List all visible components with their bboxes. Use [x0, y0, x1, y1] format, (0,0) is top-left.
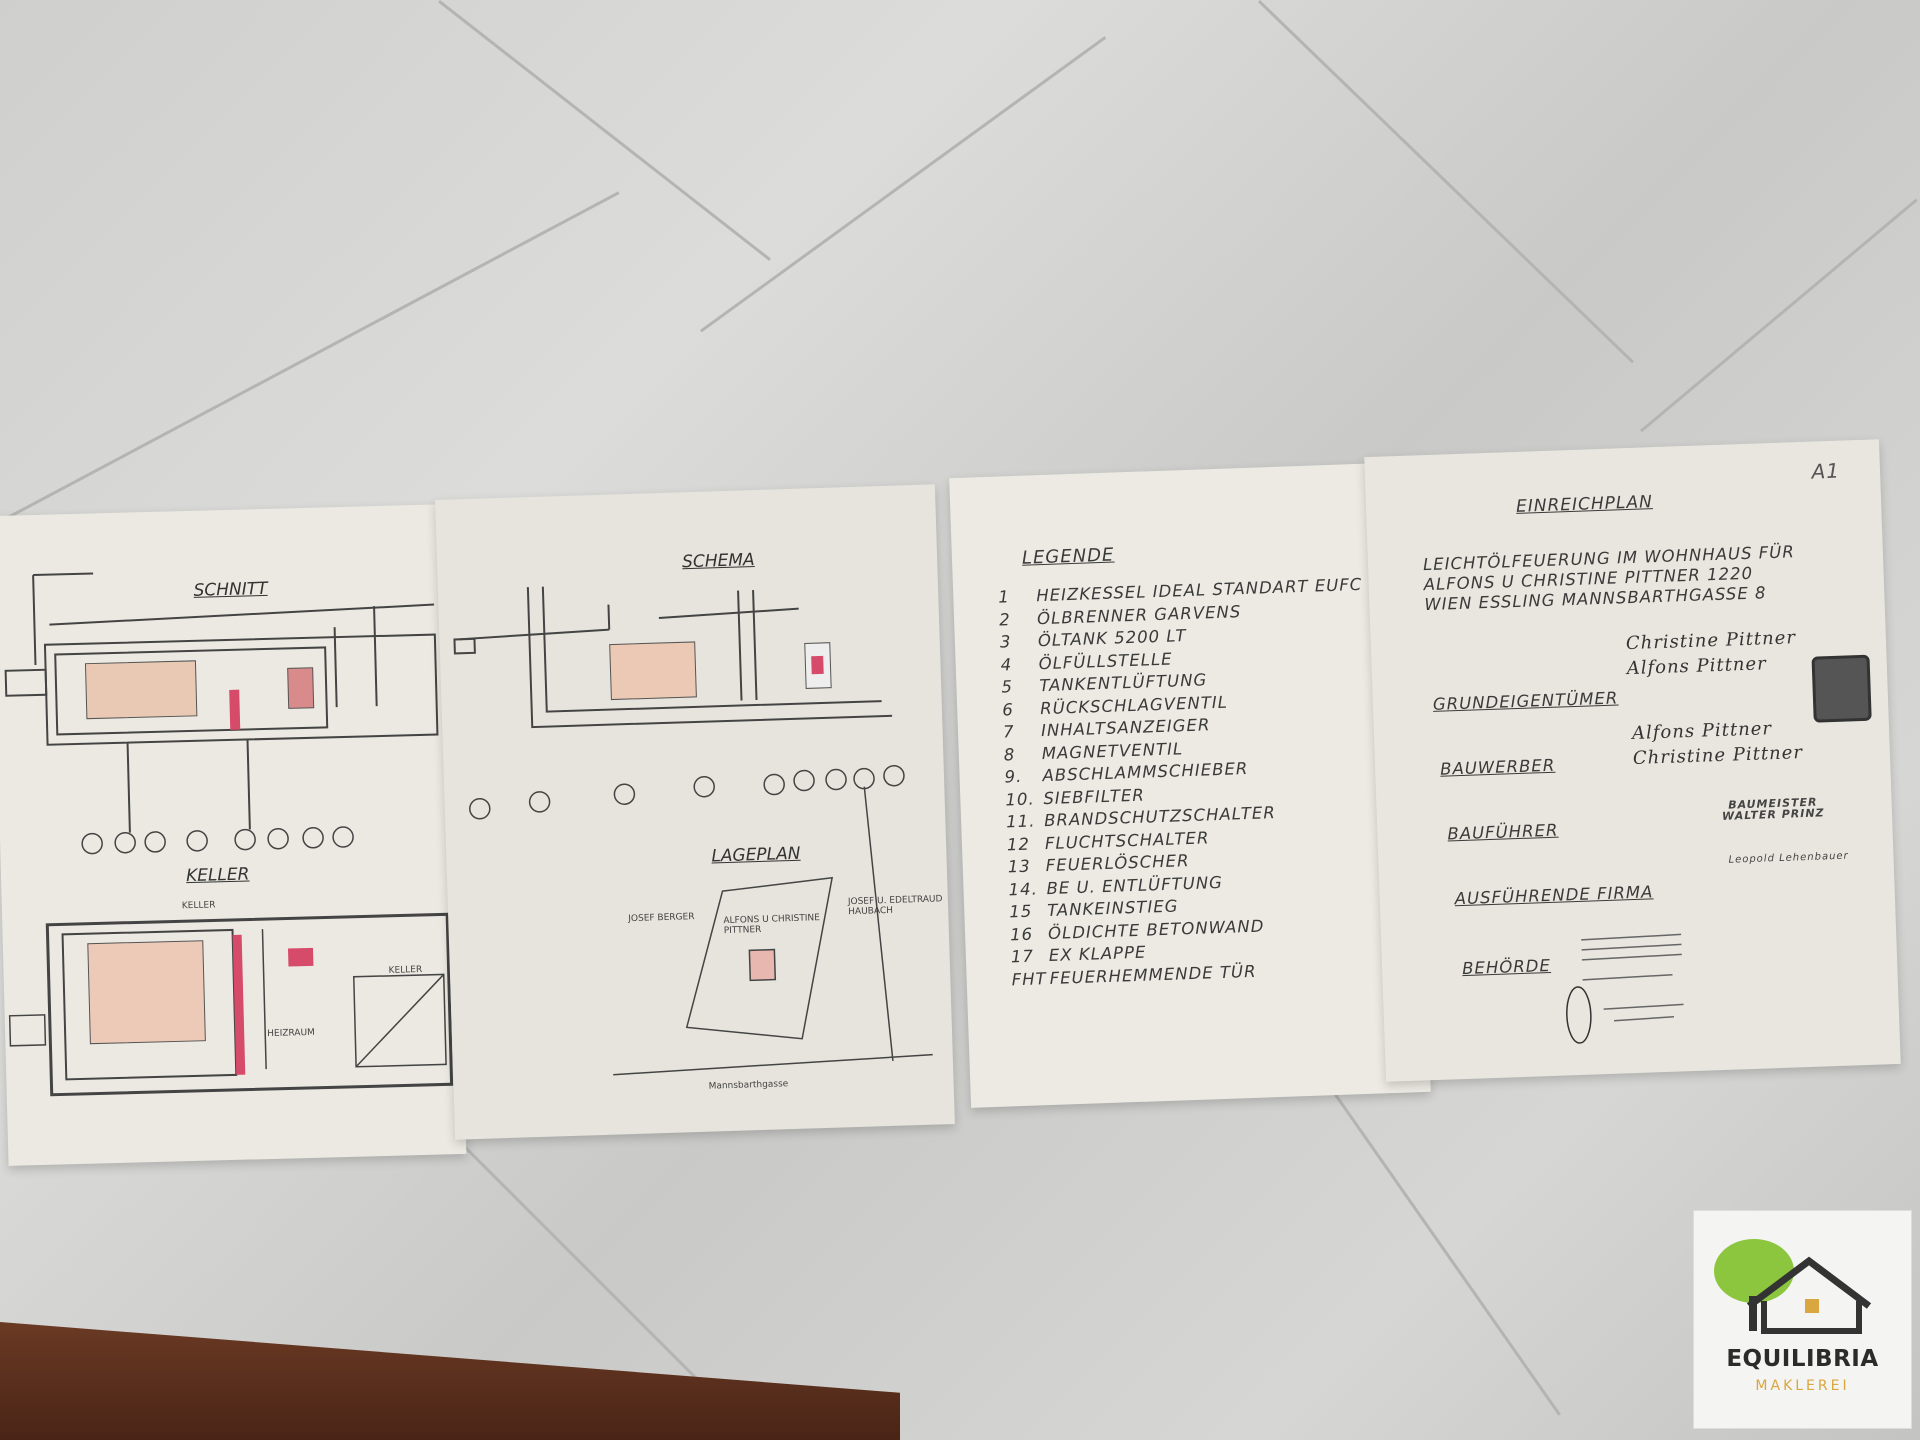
- tank-plan: [87, 940, 206, 1045]
- tree-house-icon: [1714, 1239, 1872, 1334]
- legend-item-text: FLUCHTSCHALTER: [1044, 827, 1210, 853]
- legend-item-number: 11.: [1005, 811, 1036, 832]
- owner-label: ALFONS U CHRISTINE PITTNER: [723, 913, 820, 937]
- legend-item-number: 2: [998, 609, 1011, 630]
- legend-item-number: 10.: [1005, 788, 1035, 809]
- legend-item-text: FEUERLÖSCHER: [1045, 851, 1190, 876]
- legend-item-number: 5: [1001, 677, 1014, 697]
- legend-item-number: 9.: [1004, 766, 1023, 787]
- legend-item-number: 4: [1000, 654, 1013, 675]
- legend-item-number: 13: [1007, 856, 1032, 877]
- schnitt-drawing: [4, 572, 454, 1097]
- legend-item-text: EX KLAPPE: [1048, 942, 1147, 966]
- logo-subtitle: MAKLEREI: [1755, 1378, 1850, 1394]
- panel-schema-lageplan: SCHEMA: [435, 484, 955, 1140]
- legend-item-text: TANKEINSTIEG: [1046, 896, 1179, 921]
- legend-item-number: 3: [999, 632, 1012, 652]
- legend-item-text: ÖLFÜLLSTELLE: [1038, 649, 1173, 673]
- legend-item-text: INHALTSANZEIGER: [1040, 715, 1211, 741]
- legend-item-text: MAGNETVENTIL: [1041, 738, 1184, 763]
- legend-item-text: BE U. ENTLÜFTUNG: [1046, 872, 1224, 898]
- keller-label: KELLER: [181, 900, 216, 912]
- schema-drawing: [453, 586, 933, 1076]
- legend-item-number: 14.: [1008, 878, 1039, 899]
- boiler: [287, 667, 315, 709]
- legend-item-text: TANKENTLÜFTUNG: [1039, 670, 1208, 696]
- legend-item-text: SIEBFILTER: [1043, 785, 1146, 808]
- schema-tank: [609, 641, 697, 701]
- neighbor-label: JOSEF U. EDELTRAUD HAUBACH: [847, 894, 943, 918]
- legend-item-number: FHT: [1011, 968, 1047, 989]
- panel-title-block: A1 EINREICHPLAN LEICHTÖLFEUERUNG IM WOHN…: [1364, 439, 1901, 1082]
- keller-title: KELLER: [185, 864, 250, 887]
- oil-tank: [84, 660, 198, 720]
- legend-item-number: 17: [1010, 946, 1035, 967]
- legend-title: LEGENDE: [1021, 544, 1115, 569]
- legend-item-text: ÖLTANK 5200 LT: [1037, 626, 1187, 651]
- fire-wall-plan: [232, 934, 246, 1075]
- legend-item-number: 1: [997, 587, 1011, 607]
- heizraum-label: HEIZRAUM: [267, 1027, 316, 1040]
- legend-item-number: 6: [1001, 699, 1015, 720]
- legend-item-number: 8: [1003, 744, 1016, 764]
- equilibria-logo-watermark: EQUILIBRIA MAKLEREI: [1693, 1210, 1912, 1429]
- legend-item-number: 16: [1009, 924, 1034, 944]
- legend-item-number: 7: [1002, 722, 1015, 742]
- neighbor-label: JOSEF BERGER: [628, 912, 695, 925]
- logo-name: EQUILIBRIA: [1726, 1346, 1879, 1372]
- fire-wall: [229, 689, 241, 730]
- keller-label: KELLER: [388, 964, 423, 976]
- legend-item-number: 12: [1006, 834, 1031, 854]
- boiler-plan: [287, 947, 314, 967]
- lageplan-title: LAGEPLAN: [711, 843, 801, 867]
- panel-schnitt-keller: SCHNITT: [0, 504, 467, 1166]
- schema-burner: [811, 655, 824, 675]
- legend-item-number: 15: [1008, 901, 1033, 922]
- authority-stamp: [1566, 933, 1684, 1044]
